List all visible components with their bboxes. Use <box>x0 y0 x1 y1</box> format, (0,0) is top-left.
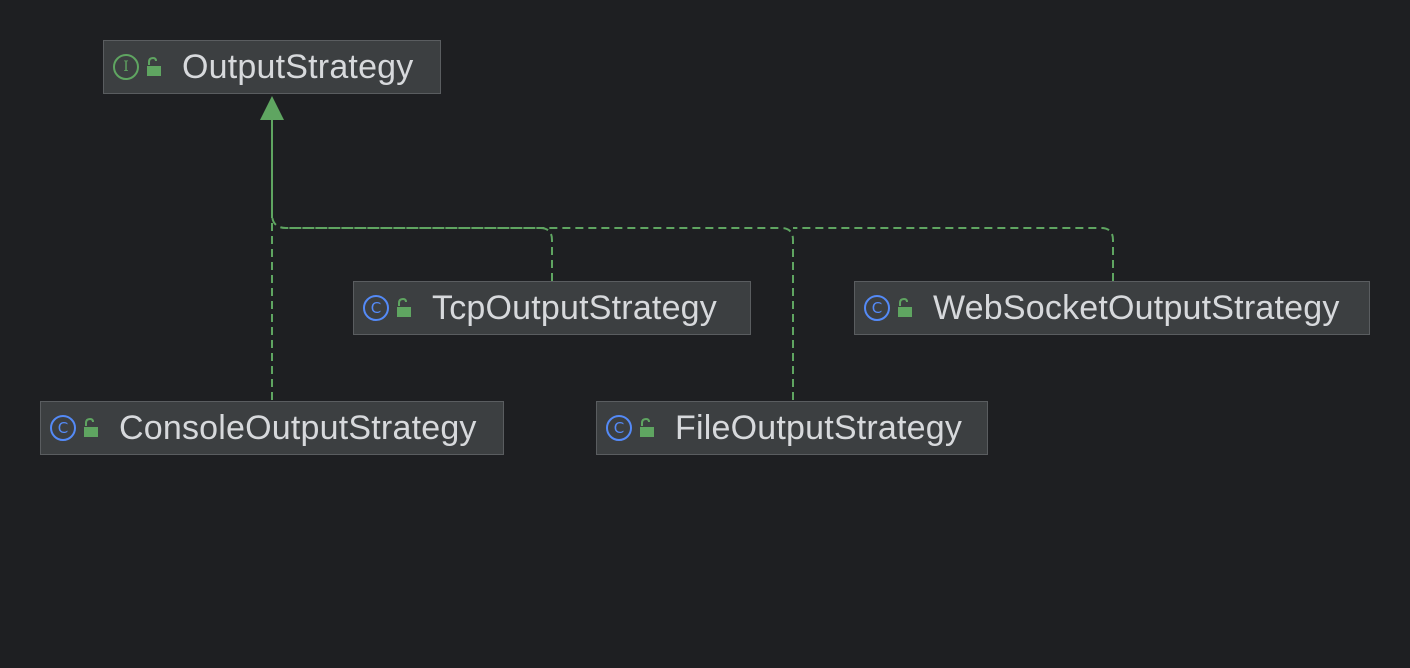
node-tcp-output-strategy[interactable]: C TcpOutputStrategy <box>353 281 751 335</box>
node-label: OutputStrategy <box>182 47 414 86</box>
node-label: FileOutputStrategy <box>675 408 963 447</box>
node-websocket-output-strategy[interactable]: C WebSocketOutputStrategy <box>854 281 1370 335</box>
node-label: TcpOutputStrategy <box>432 288 717 327</box>
node-console-output-strategy[interactable]: C ConsoleOutputStrategy <box>40 401 504 455</box>
public-lock-icon <box>640 417 654 437</box>
class-icon: C <box>864 295 890 321</box>
node-label: WebSocketOutputStrategy <box>933 288 1340 327</box>
public-lock-icon <box>898 297 912 317</box>
class-icon: C <box>606 415 632 441</box>
edge-websocket-to-output <box>793 227 1114 281</box>
node-output-strategy[interactable]: I OutputStrategy <box>103 40 441 94</box>
edge-tcp-to-output <box>271 112 553 281</box>
public-lock-icon <box>397 297 411 317</box>
node-label: ConsoleOutputStrategy <box>119 408 477 447</box>
node-file-output-strategy[interactable]: C FileOutputStrategy <box>596 401 988 455</box>
interface-icon: I <box>113 54 139 80</box>
class-icon: C <box>50 415 76 441</box>
public-lock-icon <box>84 417 98 437</box>
public-lock-icon <box>147 56 161 76</box>
edge-file-to-output <box>286 227 794 400</box>
inheritance-arrowhead <box>260 96 284 120</box>
class-icon: C <box>363 295 389 321</box>
